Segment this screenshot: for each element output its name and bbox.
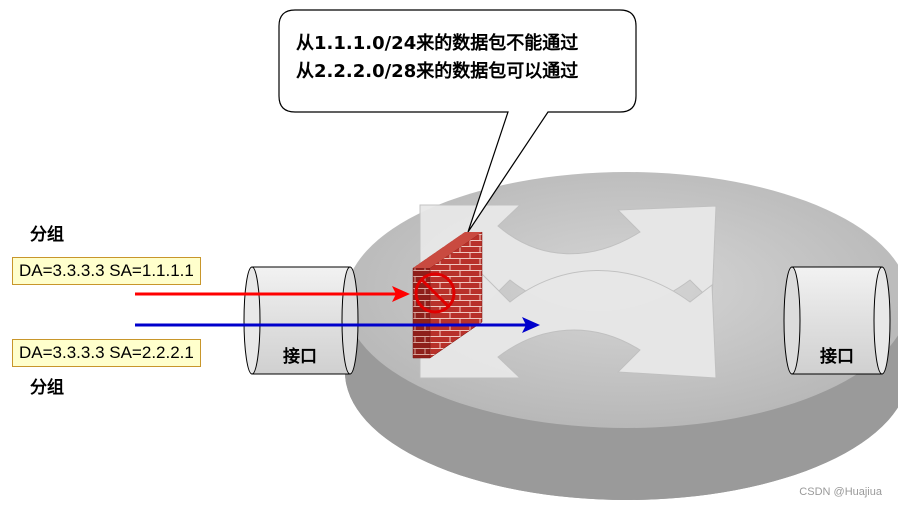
callout-bubble	[278, 9, 637, 233]
packet-header-blocked: DA=3.3.3.3 SA=1.1.1.1	[12, 257, 201, 285]
right-interface-pipe	[783, 266, 891, 375]
routing-arrows-icon	[419, 204, 717, 379]
packet-group-label-bottom: 分组	[30, 378, 64, 398]
right-interface-label: 接口	[820, 347, 854, 367]
no-entry-icon	[414, 272, 456, 314]
blocked-packet-arrowhead	[392, 286, 410, 302]
watermark: CSDN @Huajiua	[799, 486, 882, 498]
left-interface-label: 接口	[283, 347, 317, 367]
packet-header-allowed: DA=3.3.3.3 SA=2.2.2.1	[12, 339, 201, 367]
callout-line-2: 从2.2.2.0/28来的数据包可以通过	[296, 61, 579, 82]
callout-line-1: 从1.1.1.0/24来的数据包不能通过	[296, 33, 579, 54]
allowed-packet-arrowhead	[522, 317, 540, 333]
packet-group-label-top: 分组	[30, 225, 64, 245]
